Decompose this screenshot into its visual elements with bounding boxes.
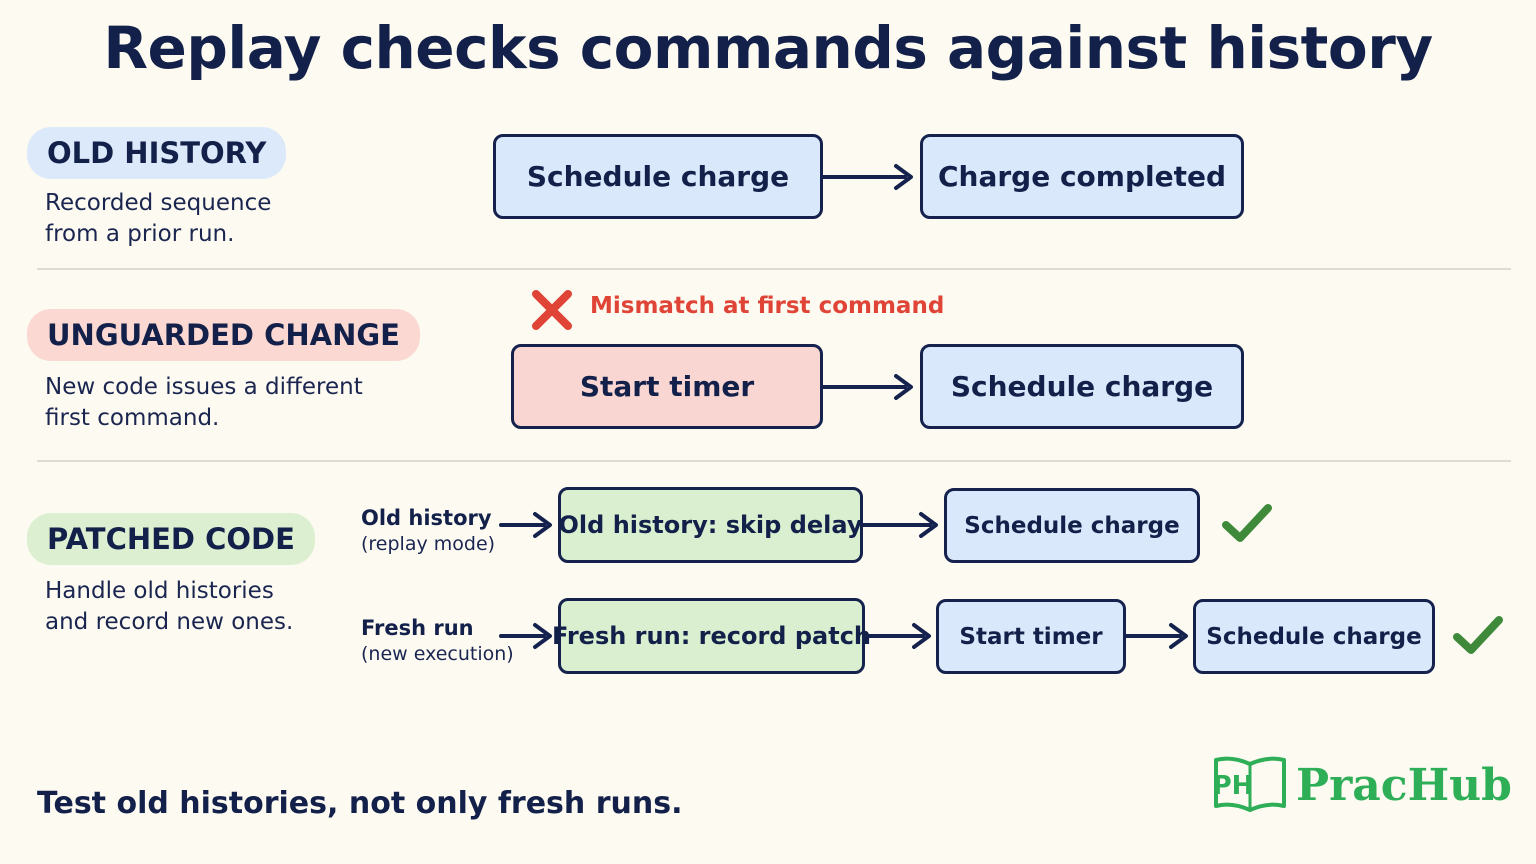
unguarded-desc-line2: first command.	[45, 405, 220, 431]
unguarded-step-1: Start timer	[511, 344, 823, 429]
arrow-fresh-label	[499, 623, 552, 649]
book-logo-icon: PH	[1213, 756, 1286, 812]
logo-mark-p: PH	[1213, 771, 1254, 801]
patched-description: Handle old histories and record new ones…	[45, 576, 385, 638]
section-divider	[37, 460, 1511, 462]
unguarded-description: New code issues a different first comman…	[45, 372, 405, 434]
page-title: Replay checks commands against history	[103, 14, 1433, 82]
section-divider	[37, 268, 1511, 270]
patched-desc-line2: and record new ones.	[45, 609, 294, 635]
fresh-step-2: Start timer	[936, 599, 1126, 674]
logo-text: PracHub	[1296, 759, 1512, 811]
replay-step-2: Schedule charge	[944, 488, 1200, 563]
old-history-desc-line1: Recorded sequence	[45, 190, 272, 216]
old-history-desc-line2: from a prior run.	[45, 221, 235, 247]
old-history-step-1: Schedule charge	[493, 134, 823, 219]
arrow-fresh-step-1	[863, 623, 931, 649]
old-history-description: Recorded sequence from a prior run.	[45, 188, 385, 250]
old-history-pill: OLD HISTORY	[27, 127, 287, 179]
fresh-row-title: Fresh run	[361, 616, 474, 640]
arrow-replay-step	[861, 512, 938, 538]
patched-code-pill: PATCHED CODE	[27, 513, 315, 565]
arrow-unguarded	[821, 374, 913, 400]
fresh-step-3: Schedule charge	[1193, 599, 1435, 674]
unguarded-desc-line1: New code issues a different	[45, 374, 363, 400]
cross-icon	[532, 290, 572, 330]
old-history-step-2: Charge completed	[920, 134, 1244, 219]
footer-note: Test old histories, not only fresh runs.	[37, 786, 683, 821]
check-icon	[1222, 504, 1272, 542]
replay-row-title: Old history	[361, 506, 492, 530]
fresh-row-label: Fresh run (new execution)	[361, 615, 514, 667]
unguarded-change-pill: UNGUARDED CHANGE	[27, 309, 420, 361]
replay-step-1: Old history: skip delay	[558, 487, 863, 563]
check-icon	[1453, 616, 1503, 654]
replay-row-subtitle: (replay mode)	[361, 533, 496, 555]
arrow-replay-label	[499, 512, 552, 538]
arrow-old-history	[821, 164, 913, 190]
unguarded-step-2: Schedule charge	[920, 344, 1244, 429]
patched-desc-line1: Handle old histories	[45, 578, 274, 604]
fresh-row-subtitle: (new execution)	[361, 643, 514, 665]
replay-row-label: Old history (replay mode)	[361, 505, 495, 557]
prachub-logo: PH PracHub	[1212, 752, 1512, 818]
arrow-fresh-step-2	[1124, 623, 1188, 649]
mismatch-label: Mismatch at first command	[590, 293, 945, 319]
